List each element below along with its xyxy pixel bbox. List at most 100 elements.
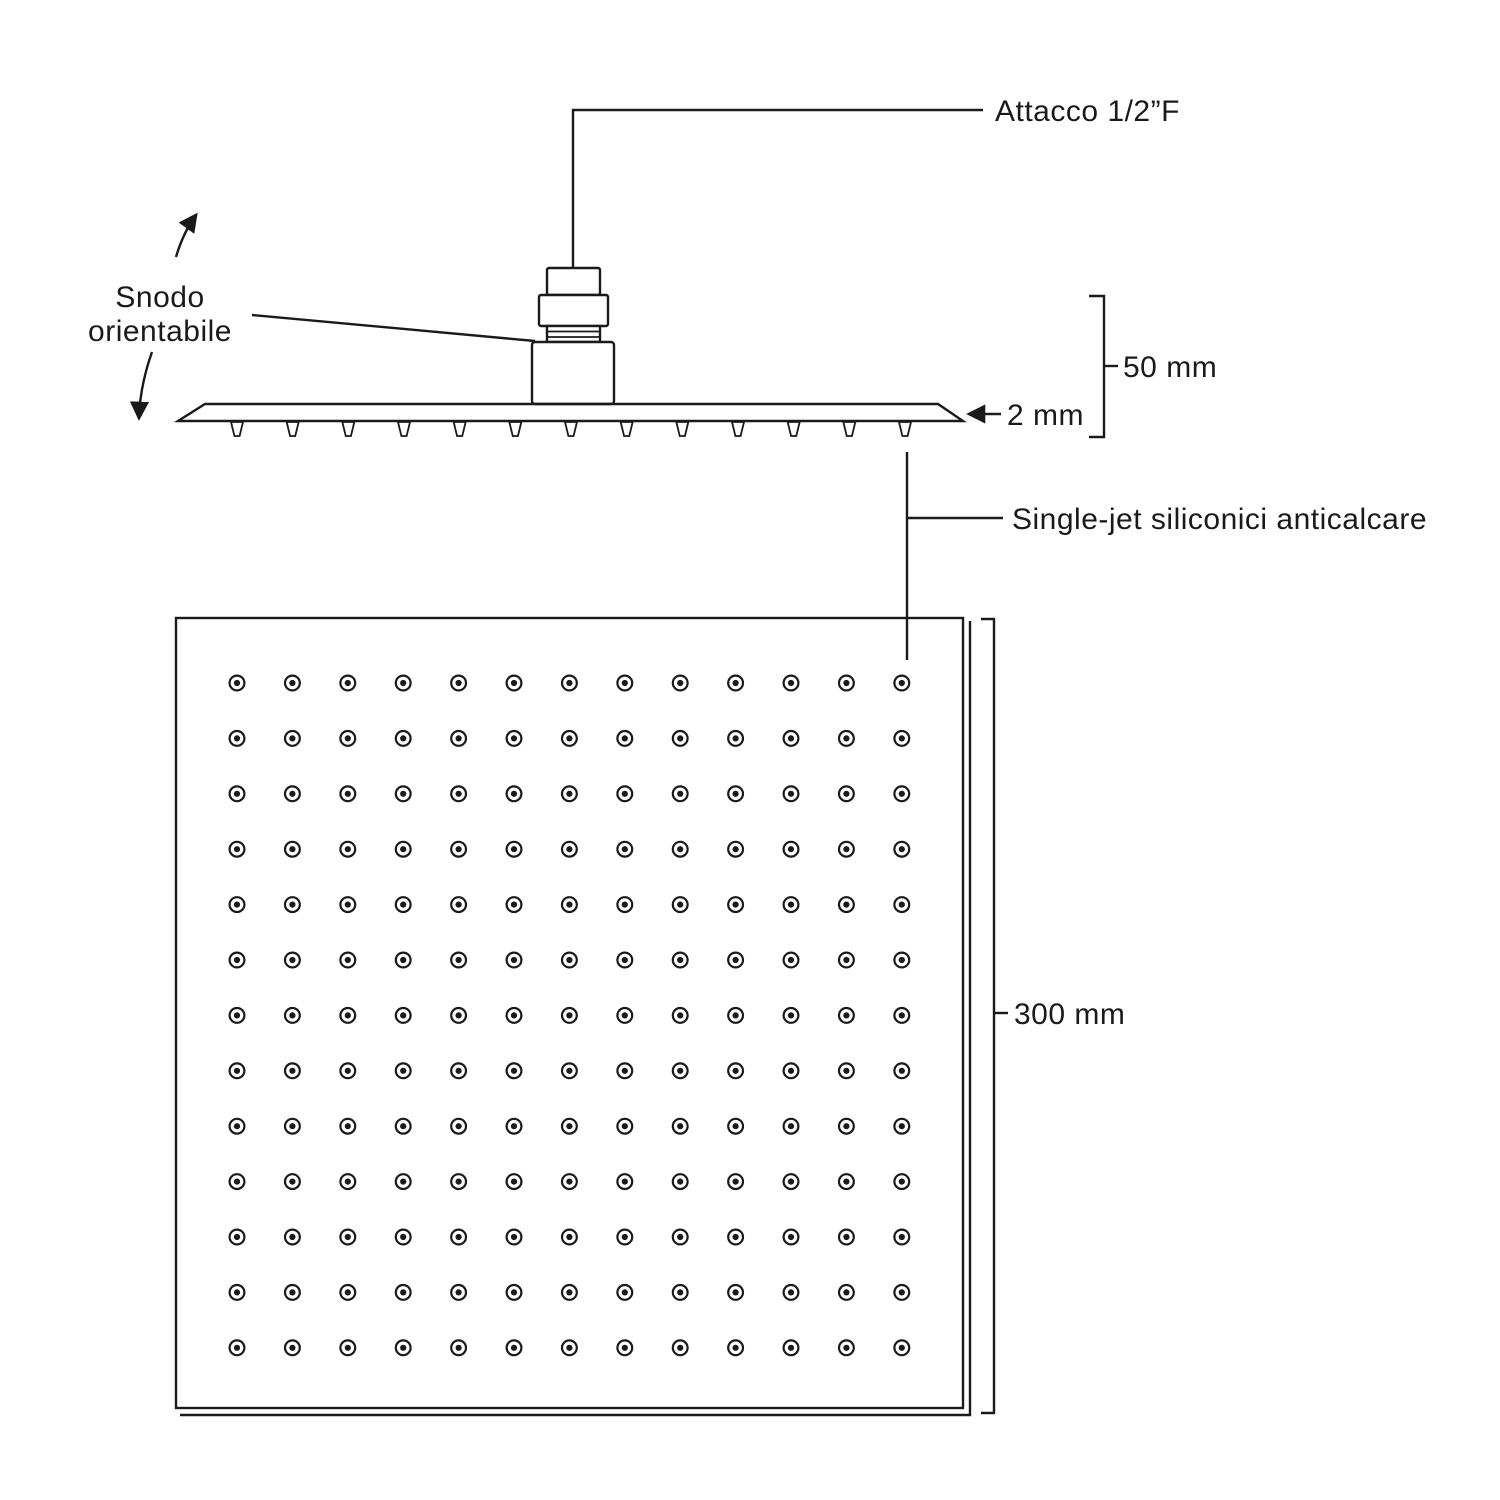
- nozzle-dot: [727, 951, 745, 969]
- nozzle-dot-center: [289, 735, 296, 742]
- nozzle-dot: [394, 785, 412, 803]
- nozzle-dot: [616, 1062, 634, 1080]
- label-50mm: 50 mm: [1123, 351, 1217, 384]
- nozzle-dot-center: [843, 679, 850, 687]
- nozzle-dot: [505, 674, 523, 692]
- nozzle-dot: [727, 785, 745, 803]
- nozzle-dot-center: [732, 735, 739, 742]
- nozzle-dot: [727, 840, 745, 858]
- nozzle-dot-center: [621, 1178, 628, 1185]
- nozzle-dot-center: [400, 679, 407, 687]
- nozzle-dot-center: [732, 901, 739, 908]
- nozzle-dot-center: [233, 1344, 241, 1351]
- nozzle-dot: [893, 674, 911, 692]
- nozzle-dot-center: [843, 735, 850, 742]
- side-nozzle: [396, 421, 412, 437]
- nozzle-dot-center: [510, 1012, 518, 1019]
- nozzle-dot: [228, 1228, 246, 1246]
- side-nozzle: [285, 421, 300, 437]
- nozzle-dot: [727, 1117, 745, 1135]
- nozzle-dot-center: [400, 1123, 407, 1130]
- nozzle-dot: [283, 1062, 301, 1080]
- nozzle-dot: [339, 1117, 357, 1135]
- nozzle-dot-center: [400, 956, 407, 964]
- nozzle-dot-center: [566, 1344, 573, 1351]
- nozzle-dot-center: [344, 1289, 351, 1296]
- snodo-label-line1: Snodo: [115, 281, 204, 314]
- nozzle-dot-center: [787, 956, 795, 964]
- nozzle-dot-center: [732, 1012, 739, 1019]
- nozzle-dot: [727, 1283, 745, 1301]
- nozzle-dot: [339, 1283, 357, 1301]
- nozzle-dot: [837, 785, 855, 803]
- nozzle-dot: [671, 1283, 689, 1301]
- connector-collar: [537, 293, 610, 328]
- nozzle-dot: [671, 729, 689, 747]
- connector-nut: [545, 266, 602, 297]
- nozzle-dot-center: [677, 956, 684, 964]
- nozzle-dot-center: [344, 790, 351, 797]
- nozzle-dot: [560, 951, 578, 969]
- nozzle-dot-center: [400, 1012, 407, 1019]
- rotation-arrow-down: [129, 351, 154, 421]
- nozzle-dot-center: [510, 735, 518, 742]
- nozzle-dot: [339, 729, 357, 747]
- nozzle-dot: [560, 840, 578, 858]
- nozzle-dot-center: [677, 1178, 684, 1185]
- nozzle-dot: [837, 729, 855, 747]
- side-nozzle: [897, 421, 913, 437]
- side-nozzle: [786, 421, 801, 437]
- nozzle-dot-center: [233, 1123, 241, 1130]
- nozzle-dot-center: [566, 901, 573, 908]
- nozzle-dot: [837, 896, 855, 914]
- nozzle-dot: [450, 1228, 468, 1246]
- nozzle-dot-center: [233, 956, 241, 964]
- nozzle-dot: [782, 1117, 800, 1135]
- nozzle-dot: [228, 785, 246, 803]
- nozzle-dot: [394, 1283, 412, 1301]
- nozzle-dot-center: [898, 901, 905, 908]
- nozzle-dot-center: [344, 1123, 351, 1130]
- nozzle-dot: [560, 1339, 578, 1357]
- nozzle-dot-center: [898, 956, 905, 964]
- side-nozzle: [229, 421, 245, 437]
- nozzle-dot: [837, 1339, 855, 1357]
- nozzle-dot-center: [621, 790, 628, 797]
- nozzle-dot: [394, 840, 412, 858]
- nozzle-dot-center: [621, 901, 628, 908]
- nozzle-dot: [671, 1173, 689, 1191]
- nozzle-dot-center: [566, 735, 573, 742]
- rotation-arrow-up: [174, 212, 198, 258]
- nozzle-dot-center: [677, 1233, 684, 1241]
- nozzle-dot: [837, 1283, 855, 1301]
- nozzle-dot-center: [732, 846, 739, 853]
- nozzle-dot: [782, 951, 800, 969]
- nozzle-dot: [837, 1062, 855, 1080]
- nozzle-dot-center: [677, 1289, 684, 1296]
- nozzle-dot-center: [455, 1233, 462, 1241]
- bracket-300mm: [981, 617, 996, 1415]
- nozzle-dot-center: [677, 735, 684, 742]
- side-nozzle: [619, 421, 634, 437]
- nozzle-dot: [394, 1117, 412, 1135]
- nozzle-dot: [283, 1228, 301, 1246]
- connector-base: [530, 340, 616, 406]
- nozzle-dot: [283, 729, 301, 747]
- nozzle-dot: [893, 1173, 911, 1191]
- attacco-leader-line: [571, 108, 983, 268]
- nozzle-dot-center: [510, 679, 518, 687]
- nozzle-dot: [616, 1283, 634, 1301]
- nozzle-dot: [782, 896, 800, 914]
- nozzle-dot: [560, 1283, 578, 1301]
- nozzle-dot: [505, 1339, 523, 1357]
- nozzle-dot-center: [677, 1012, 684, 1019]
- nozzle-dot-center: [732, 1178, 739, 1185]
- nozzle-dot-center: [455, 1178, 462, 1185]
- nozzle-dot-center: [233, 790, 241, 797]
- nozzle-dot: [782, 840, 800, 858]
- nozzle-dot: [394, 1173, 412, 1191]
- nozzle-dot: [339, 896, 357, 914]
- nozzle-dot-center: [344, 1344, 351, 1351]
- nozzle-dot: [283, 1117, 301, 1135]
- nozzle-dot-center: [566, 956, 573, 964]
